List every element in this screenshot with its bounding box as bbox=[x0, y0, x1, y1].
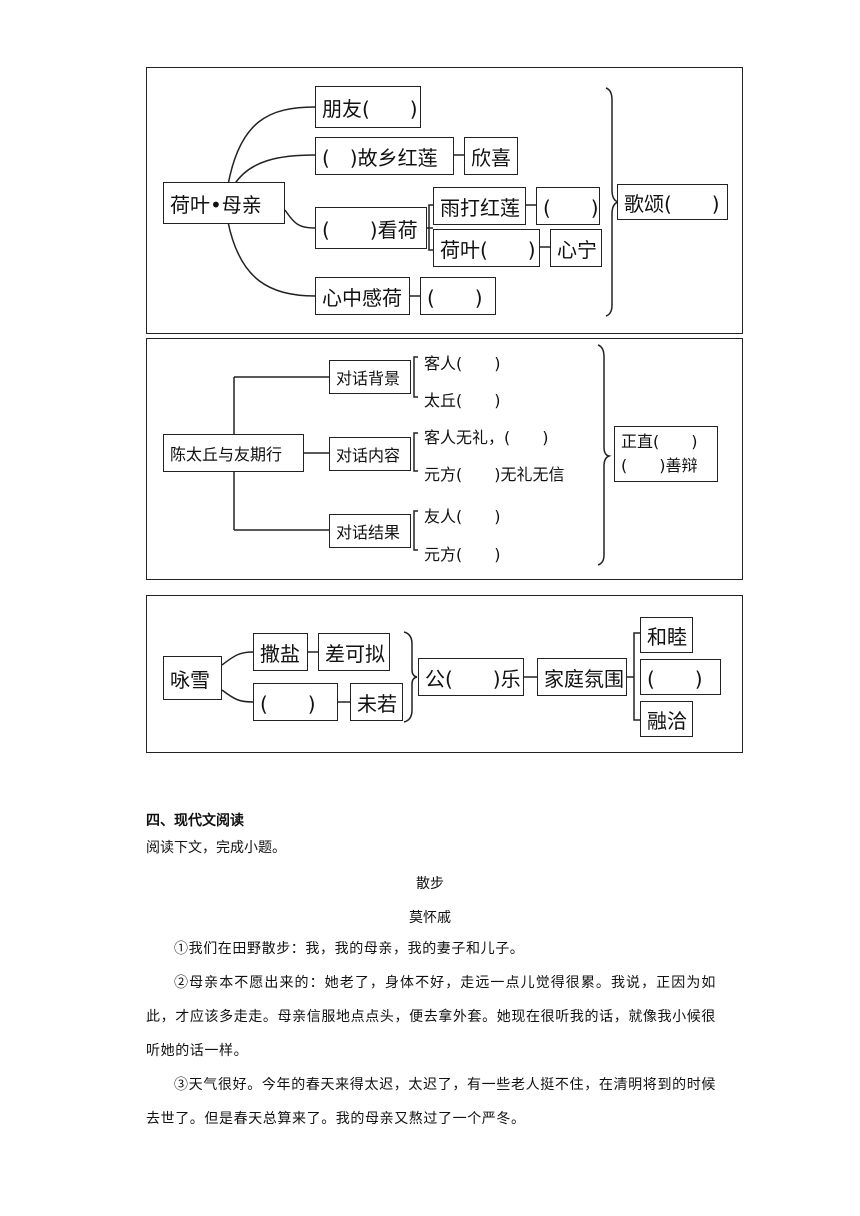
node-dialog-background: 对话背景 bbox=[329, 360, 411, 394]
node-rain-blank: ( ) bbox=[536, 187, 600, 225]
text-guest: 客人( ) bbox=[424, 354, 501, 373]
node-atmosphere-blank: ( ) bbox=[640, 659, 721, 695]
summary-line-1: 正直( ) bbox=[621, 432, 698, 451]
root-node: 咏雪 bbox=[163, 656, 222, 700]
diagram-chen-taiqiu bbox=[146, 338, 743, 580]
article-author: 莫怀戚 bbox=[409, 910, 451, 926]
node-dialog-result: 对话结果 bbox=[329, 514, 411, 548]
root-node: 陈太丘与友期行 bbox=[163, 434, 304, 472]
text-guest-rude: 客人无礼，( ) bbox=[424, 428, 549, 447]
node-harmony: 和睦 bbox=[640, 617, 693, 653]
node-hometown-lotus: ( )故乡红莲 bbox=[315, 137, 454, 175]
node-heart-blank: ( ) bbox=[420, 277, 496, 315]
node-salt-comment: 差可拟 bbox=[318, 633, 390, 671]
summary-line-2: ( )善辩 bbox=[621, 456, 698, 475]
node-dialog-content: 对话内容 bbox=[329, 437, 411, 471]
node-calm-heart: 心宁 bbox=[550, 229, 602, 267]
node-summary: 正直( ) ( )善辩 bbox=[614, 426, 718, 482]
node-rain-lotus: 雨打红莲 bbox=[433, 187, 526, 225]
paragraph-2: ②母亲本不愿出来的：她老了，身体不好，走远一点儿觉得很累。我说，正因为如此，才应… bbox=[146, 975, 716, 1059]
article-title: 散步 bbox=[416, 876, 444, 892]
node-heart-lotus: 心中感荷 bbox=[315, 277, 410, 315]
node-family-atmosphere: 家庭氛围 bbox=[537, 658, 627, 696]
node-rongqia: 融洽 bbox=[640, 701, 693, 737]
root-node: 荷叶•母亲 bbox=[163, 182, 285, 224]
node-joy: 欣喜 bbox=[464, 137, 518, 175]
text-yuanfang-result: 元方( ) bbox=[424, 545, 501, 564]
node-salt: 撒盐 bbox=[253, 633, 308, 671]
node-praise: 歌颂( ) bbox=[617, 184, 728, 220]
node-look-lotus: ( )看荷 bbox=[315, 207, 427, 249]
diagram-ode-to-snow bbox=[146, 595, 743, 753]
node-lotus-leaf: 荷叶( ) bbox=[433, 229, 540, 267]
paragraph-1: ①我们在田野散步：我，我的母亲，我的妻子和儿子。 bbox=[174, 941, 525, 957]
node-friend: 朋友( ) bbox=[315, 86, 421, 128]
paragraph-3: ③天气很好。今年的春天来得太迟，太迟了，有一些老人挺不住，在清明将到的时候去世了… bbox=[146, 1077, 716, 1127]
diagram-lotus-mother bbox=[146, 67, 743, 334]
node-blank: ( ) bbox=[253, 683, 338, 721]
node-gong-le: 公( )乐 bbox=[418, 658, 524, 696]
text-friend: 友人( ) bbox=[424, 507, 501, 526]
text-taiqiu: 太丘( ) bbox=[424, 391, 501, 410]
node-blank-comment: 未若 bbox=[350, 683, 403, 721]
section-heading: 四、现代文阅读 bbox=[146, 813, 244, 829]
text-yuanfang: 元方( )无礼无信 bbox=[424, 465, 565, 484]
section-instruction: 阅读下文，完成小题。 bbox=[146, 840, 286, 856]
